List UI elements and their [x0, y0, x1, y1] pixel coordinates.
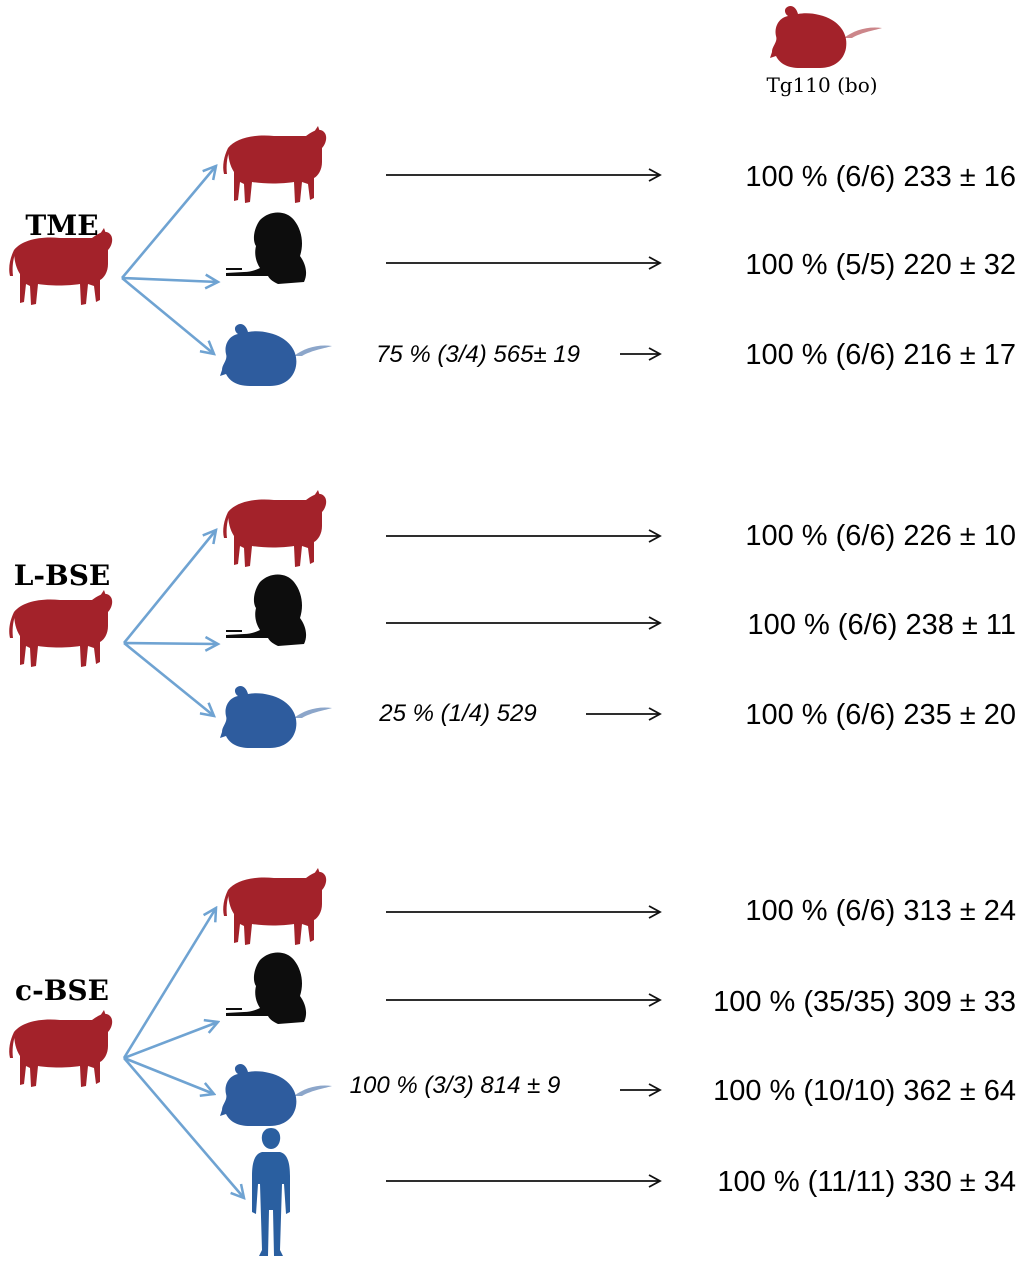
transmission-arrow-cbse-2 — [123, 1056, 214, 1094]
result-cbse-1: 100 % (35/35) 309 ± 33 — [713, 986, 1016, 1018]
result-tme-0: 100 % (6/6) 233 ± 16 — [745, 161, 1016, 193]
transmission-arrow-cbse-0 — [122, 908, 216, 1059]
transmission-arrow-tme-2 — [121, 276, 214, 354]
cow-icon — [223, 490, 327, 567]
macaque-icon — [226, 952, 307, 1024]
arrow-layer — [121, 166, 662, 1198]
transmission-arrow-tme-1 — [121, 278, 218, 282]
cow-icon — [9, 1010, 113, 1087]
result-lbse-0: 100 % (6/6) 226 ± 10 — [745, 520, 1016, 552]
intermediate-result-tme-2: 75 % (3/4) 565± 19 — [376, 341, 580, 368]
mouse-icon — [220, 1064, 332, 1126]
human-icon — [252, 1128, 290, 1256]
intermediate-result-cbse-2: 100 % (3/3) 814 ± 9 — [350, 1072, 561, 1099]
cow-icon — [9, 590, 113, 667]
mouse-icon — [220, 686, 332, 748]
result-lbse-2: 100 % (6/6) 235 ± 20 — [745, 699, 1016, 731]
transmission-arrow-tme-0 — [121, 166, 216, 279]
result-cbse-3: 100 % (11/11) 330 ± 34 — [717, 1166, 1016, 1198]
group-label-lbse: L-BSE — [14, 559, 111, 592]
macaque-icon — [226, 212, 307, 284]
transmission-arrow-lbse-1 — [123, 643, 218, 644]
cow-icon — [223, 126, 327, 203]
transmission-arrow-lbse-0 — [122, 530, 216, 644]
result-cbse-2: 100 % (10/10) 362 ± 64 — [713, 1075, 1016, 1107]
macaque-icon — [226, 574, 307, 646]
group-label-tme: TME — [25, 209, 98, 242]
transmission-arrow-cbse-3 — [123, 1057, 244, 1198]
result-cbse-0: 100 % (6/6) 313 ± 24 — [745, 895, 1016, 927]
target-label: Tg110 (bo) — [766, 73, 877, 97]
result-tme-1: 100 % (5/5) 220 ± 32 — [745, 249, 1016, 281]
text-layer: Tg110 (bo) TME 100 % (6/6) 233 ± 16 100 % (… — [14, 73, 1016, 1198]
group-label-cbse: c-BSE — [15, 974, 109, 1007]
result-tme-2: 100 % (6/6) 216 ± 17 — [745, 339, 1016, 371]
transmission-arrow-lbse-2 — [123, 641, 214, 716]
result-lbse-1: 100 % (6/6) 238 ± 11 — [748, 609, 1017, 641]
intermediate-result-lbse-2: 25 % (1/4) 529 — [378, 700, 536, 727]
transmission-arrow-cbse-1 — [123, 1022, 218, 1060]
mouse-icon — [220, 324, 332, 386]
cow-icon — [223, 868, 327, 945]
mouse-icon — [770, 6, 882, 68]
